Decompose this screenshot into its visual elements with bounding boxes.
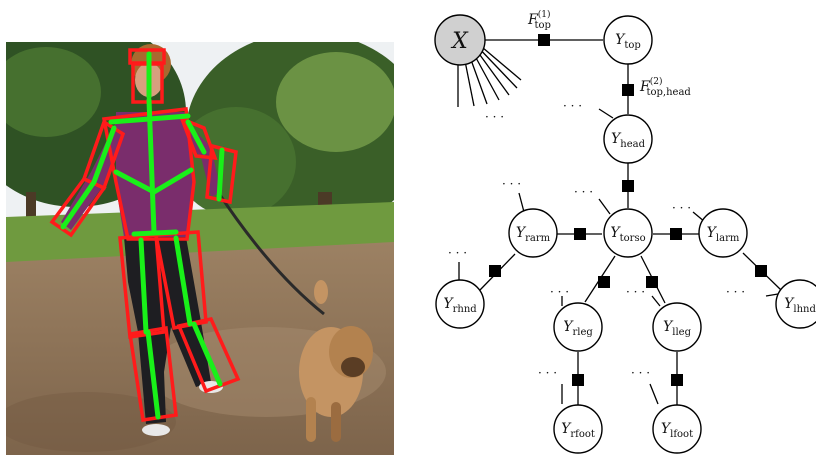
skeleton-left-lower-leg	[191, 321, 223, 387]
node-rhnd	[435, 279, 485, 329]
factor-label-f2: F(2)top,head	[639, 76, 691, 98]
label-lfoot: Ylfoot	[661, 421, 693, 440]
person-shirt	[116, 112, 194, 237]
factor-rarm-rhnd	[489, 265, 501, 277]
node-lhnd	[775, 279, 816, 329]
factor-top-head	[622, 84, 634, 96]
skeleton-spine	[146, 97, 157, 235]
stub-lleg	[651, 295, 661, 307]
skeleton-left-upper-leg	[173, 235, 193, 327]
stub-lhnd	[765, 293, 779, 297]
label-torso: Ytorso	[610, 225, 645, 244]
pose-photo	[6, 42, 394, 455]
ellipsis-x: · · ·	[485, 110, 504, 124]
bbox-right-lower-leg	[128, 325, 178, 422]
ellipsis-head: · · ·	[563, 99, 582, 113]
stub-torso	[598, 198, 611, 215]
label-head: Yhead	[611, 131, 646, 150]
skeleton-right-lower-leg	[145, 329, 161, 420]
ellipsis-larm: · · ·	[672, 201, 691, 215]
factor-torso-rarm	[574, 228, 586, 240]
label-larm: Ylarm	[707, 225, 740, 244]
person-shoe-left	[142, 424, 170, 436]
node-torso	[603, 208, 653, 258]
bbox-left-lower-leg	[176, 316, 241, 394]
label-top: Ytop	[615, 32, 641, 51]
node-lfoot	[652, 404, 702, 454]
bbox-torso	[101, 107, 196, 241]
ellipsis-rfoot: · · ·	[538, 366, 557, 380]
skeleton-shoulders	[108, 113, 191, 125]
factor-label-f1: F(1)top	[527, 9, 551, 31]
skeleton-torso-diag-r	[113, 169, 157, 195]
pose-skeleton	[60, 51, 225, 420]
node-rfoot	[553, 404, 603, 454]
dog-leg-front	[331, 402, 341, 442]
skeleton-hips	[131, 229, 179, 237]
bbox-right-lower-arm	[49, 176, 107, 238]
ellipsis-lhnd: · · ·	[726, 285, 745, 299]
ellipsis-lleg: · · ·	[626, 285, 645, 299]
skeleton-right-upper-arm	[91, 125, 117, 185]
factor-torso-rleg	[598, 276, 610, 288]
label-x: X	[450, 29, 469, 54]
node-x	[434, 14, 486, 66]
tree-trunk-left	[26, 192, 36, 227]
factor-torso-lleg	[646, 276, 658, 288]
skeleton-right-lower-arm	[60, 179, 97, 230]
label-rfoot: Yrfoot	[561, 421, 595, 440]
tree-foliage-right-highlight	[276, 52, 394, 152]
factor-torso-larm	[670, 228, 682, 240]
ellipsis-torso: · · ·	[574, 185, 593, 199]
skeleton-torso-diag-l	[151, 167, 194, 195]
label-lhnd: Ylhnd	[784, 296, 816, 315]
factor-graph: X Ytop Yhead Ytorso Yrarm Ylarm Yrhnd Yl…	[434, 9, 816, 454]
factor-rleg-rfoot	[572, 374, 584, 386]
leash	[216, 191, 325, 316]
dog	[299, 280, 373, 442]
ground-patch-2	[6, 392, 176, 452]
stub-head	[598, 108, 614, 119]
ellipsis-rhnd: · · ·	[448, 246, 467, 260]
node-head	[603, 114, 653, 164]
node-rarm	[508, 208, 558, 258]
node-rleg	[553, 302, 603, 352]
dog-leg-back	[306, 397, 316, 442]
dog-tail	[314, 280, 328, 304]
node-lleg	[652, 302, 702, 352]
factor-squares	[489, 34, 767, 386]
skeleton-left-upper-arm	[185, 119, 207, 155]
ellipsis-marks: · · · · · · · · · · · · · · · · · · · · …	[448, 99, 745, 380]
bbox-left-upper-leg	[153, 230, 208, 331]
label-rleg: Yrleg	[563, 319, 593, 338]
stub-rarm	[518, 192, 525, 213]
ellipsis-rleg: · · ·	[550, 285, 569, 299]
bbox-left-lower-arm	[205, 143, 238, 205]
factor-larm-lhnd	[755, 265, 767, 277]
label-rhnd: Yrhnd	[443, 296, 477, 315]
node-larm	[698, 208, 748, 258]
skeleton-right-upper-leg	[138, 237, 149, 335]
graph-nodes	[434, 14, 816, 454]
factor-lleg-lfoot	[671, 374, 683, 386]
ellipsis-rarm: · · ·	[502, 177, 521, 191]
bbox-left-upper-arm	[178, 115, 218, 161]
label-rarm: Yrarm	[516, 225, 551, 244]
node-top	[603, 15, 653, 65]
stub-lfoot	[649, 383, 659, 405]
skeleton-left-lower-arm	[216, 147, 225, 202]
dog-muzzle	[341, 357, 365, 377]
factor-x-top	[538, 34, 550, 46]
node-labels: X Ytop Yhead Ytorso Yrarm Ylarm Yrhnd Yl…	[443, 29, 816, 440]
label-lleg: Ylleg	[663, 319, 692, 338]
ellipsis-lfoot: · · ·	[631, 366, 650, 380]
tree-foliage-left-highlight	[6, 47, 101, 137]
factor-head-torso	[622, 180, 634, 192]
